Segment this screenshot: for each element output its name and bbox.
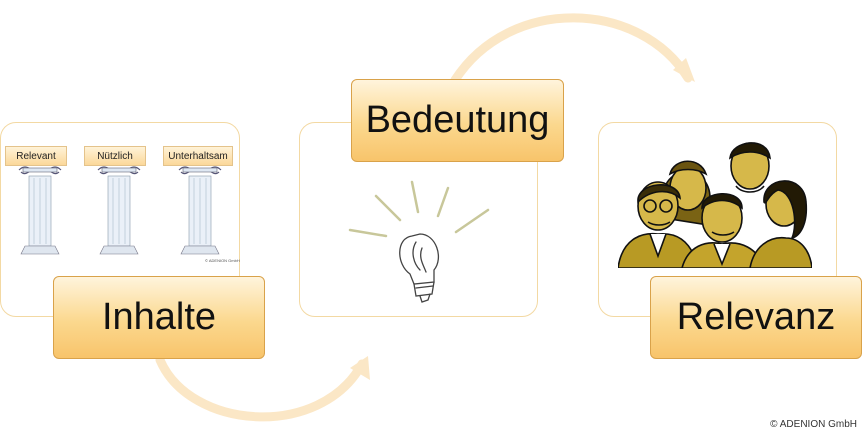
label-inhalte: Inhalte <box>53 276 265 359</box>
pillar-icon <box>97 166 141 255</box>
footer-copyright: © ADENION GmbH <box>770 419 857 430</box>
pillar-icon <box>178 166 222 255</box>
people-group-icon <box>618 142 812 268</box>
arrow-top <box>450 13 693 85</box>
label-bedeutung: Bedeutung <box>351 79 564 162</box>
label-relevanz: Relevanz <box>650 276 862 359</box>
pillar-label-unterhaltsam: Unterhaltsam <box>163 146 233 166</box>
pillar-label-nuetzlich: Nützlich <box>84 146 146 166</box>
pillar-label-relevant: Relevant <box>5 146 67 166</box>
pillar-icon <box>18 166 62 255</box>
arrow-bottom <box>155 355 367 422</box>
arrow-top-head <box>673 58 695 82</box>
lightbulb-icon <box>348 180 490 303</box>
image-copyright: © ADENION GmbH <box>205 258 240 263</box>
arrow-bottom-head <box>350 356 370 380</box>
